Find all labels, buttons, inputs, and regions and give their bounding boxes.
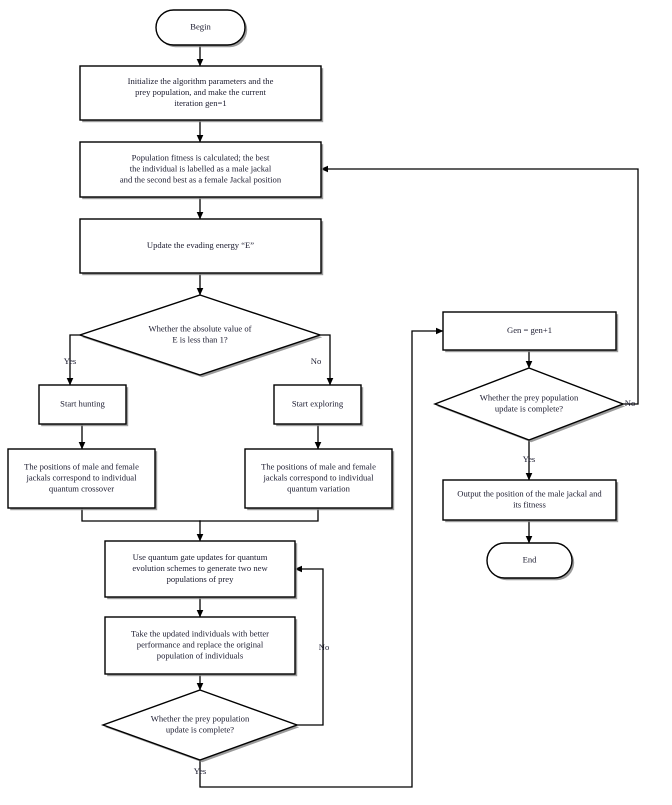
edge-decision-yes-to-gen xyxy=(199,327,444,788)
output-male-jackal-box-outline xyxy=(442,479,617,521)
quantum-crossover-box-text-line-0: The positions of male and female xyxy=(24,461,139,471)
quantum-crossover-box-outline xyxy=(7,448,156,509)
prey-population-decision-right-outline xyxy=(433,367,625,441)
prey-population-decision-right-text-line-1: update is complete? xyxy=(495,404,563,414)
quantum-gate-updates-box-text-line-0: Use quantum gate updates for quantum xyxy=(133,552,268,562)
start-hunting-box-outline xyxy=(38,384,127,425)
prey-population-decision-left-text-line-1: update is complete? xyxy=(166,725,234,735)
edge-label-yes-right: Yes xyxy=(523,454,536,464)
gen-increment-box[interactable]: Gen = gen+1 xyxy=(442,311,619,353)
edge-variation-to-merge xyxy=(199,507,319,522)
quantum-gate-updates-box-text-line-2: populations of prey xyxy=(167,574,235,584)
quantum-variation-box-text-line-2: quantum variation xyxy=(287,484,350,494)
prey-population-decision-left[interactable]: Whether the prey population update is com… xyxy=(100,689,300,763)
initialize-parameters-box-text-line-1: prey population, and make the current xyxy=(135,87,266,97)
replace-population-box-text-line-1: performance and replace the original xyxy=(137,639,264,649)
replace-population-box-text-line-0: Take the updated individuals with better xyxy=(131,628,269,638)
replace-population-box[interactable]: Take the updated individuals with better… xyxy=(104,616,298,677)
edge-label-yes-bottom: Yes xyxy=(194,766,207,776)
initialize-parameters-box-text-line-2: iteration gen=1 xyxy=(174,98,226,108)
begin-terminator[interactable]: Begin xyxy=(155,9,248,48)
prey-population-decision-right-text-line-0: Whether the prey population xyxy=(480,392,579,402)
end-terminator-text-line-0: End xyxy=(523,554,538,564)
quantum-gate-updates-box-text-line-1: evolution schemes to generate two new xyxy=(132,563,268,573)
start-exploring-box-text-line-0: Start exploring xyxy=(292,398,344,408)
quantum-crossover-box-text-line-2: quantum crossover xyxy=(49,484,114,494)
quantum-variation-box[interactable]: The positions of male and femalejackals … xyxy=(244,448,395,511)
absolute-value-decision-text-line-1: E is less than 1? xyxy=(172,335,228,345)
start-hunting-box-text-line-0: Start hunting xyxy=(60,398,105,408)
prey-population-decision-right[interactable]: Whether the prey population update is com… xyxy=(433,367,626,443)
initialize-parameters-box-text-line-0: Initialize the algorithm parameters and … xyxy=(128,76,274,86)
population-fitness-box[interactable]: Population fitness is calculated; the be… xyxy=(79,141,324,200)
start-exploring-box-outline xyxy=(273,384,362,425)
prey-population-decision-left-text-line-0: Whether the prey population xyxy=(151,713,250,723)
replace-population-box-text-line-2: population of individuals xyxy=(157,651,244,661)
quantum-variation-box-text-line-0: The positions of male and female xyxy=(261,461,376,471)
output-male-jackal-box[interactable]: Output the position of the male jackal a… xyxy=(442,479,619,523)
quantum-crossover-box-text-line-1: jackals correspond to individual xyxy=(25,472,137,482)
prey-population-decision-left-outline xyxy=(100,689,300,761)
start-hunting-box[interactable]: Start hunting xyxy=(38,384,129,427)
gen-increment-box-outline xyxy=(442,311,617,351)
population-fitness-box-text-line-1: the individual is labelled as a male jac… xyxy=(130,163,272,173)
initialize-parameters-box-outline xyxy=(79,65,322,121)
population-fitness-box-text-line-2: and the second best as a female Jackal p… xyxy=(120,175,282,185)
edge-decision2-no-to-fitness xyxy=(320,165,639,405)
population-fitness-box-text-line-0: Population fitness is calculated; the be… xyxy=(132,152,270,162)
edges-layer xyxy=(66,44,639,788)
absolute-value-decision-outline xyxy=(77,294,323,376)
edge-decision-yes-to-hunting xyxy=(66,334,81,386)
initialize-parameters-box[interactable]: Initialize the algorithm parameters and … xyxy=(79,65,324,123)
quantum-variation-box-text-line-1: jackals correspond to individual xyxy=(262,472,374,482)
end-terminator[interactable]: End xyxy=(486,542,575,581)
begin-terminator-outline xyxy=(155,9,246,46)
edge-decision-no-to-exploring xyxy=(319,334,334,386)
edge-label-no-right: No xyxy=(311,356,322,366)
quantum-variation-box-outline xyxy=(244,448,393,509)
absolute-value-decision-text-line-0: Whether the absolute value of xyxy=(148,323,251,333)
quantum-crossover-box[interactable]: The positions of male and femalejackals … xyxy=(7,448,158,511)
output-male-jackal-box-text-line-1: its fitness xyxy=(513,500,546,510)
edge-decision-no-loop-to-gate xyxy=(294,565,324,726)
update-evading-energy-box-text-line-0: Update the evading energy “E” xyxy=(147,240,254,250)
edge-label-no-loop: No xyxy=(319,642,330,652)
population-fitness-box-outline xyxy=(79,141,322,198)
edge-label-no-right2: No xyxy=(625,398,636,408)
begin-terminator-text-line-0: Begin xyxy=(190,21,211,31)
update-evading-energy-box[interactable]: Update the evading energy “E” xyxy=(79,218,324,276)
start-exploring-box[interactable]: Start exploring xyxy=(273,384,364,427)
quantum-gate-updates-box-outline xyxy=(104,540,296,598)
quantum-gate-updates-box[interactable]: Use quantum gate updates for quantumevol… xyxy=(104,540,298,600)
gen-increment-box-text-line-0: Gen = gen+1 xyxy=(507,325,552,335)
replace-population-box-outline xyxy=(104,616,296,675)
update-evading-energy-box-outline xyxy=(79,218,322,274)
output-male-jackal-box-text-line-0: Output the position of the male jackal a… xyxy=(457,488,602,498)
end-terminator-outline xyxy=(486,542,573,579)
edge-crossover-to-merge xyxy=(81,507,201,522)
edge-label-yes-left: Yes xyxy=(64,356,77,366)
absolute-value-decision[interactable]: Whether the absolute value of E is less t… xyxy=(77,294,323,378)
